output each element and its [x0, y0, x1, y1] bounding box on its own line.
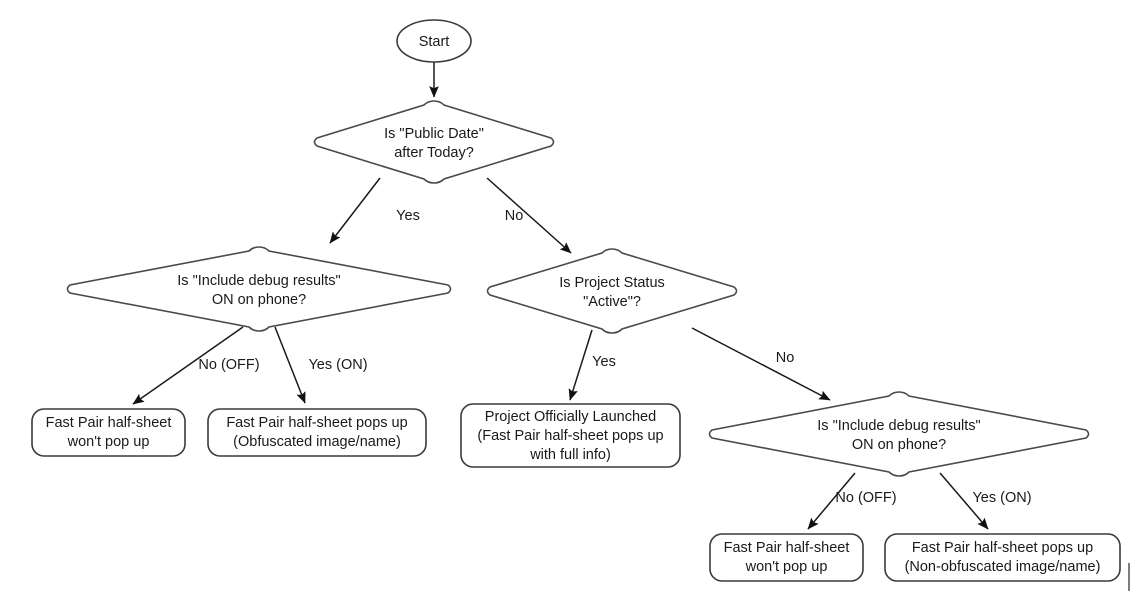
node-start[interactable]: Start	[396, 19, 472, 63]
edge-label-debug-right-off: No (OFF)	[835, 490, 896, 506]
edge-debug-right-off: No (OFF)	[807, 472, 897, 530]
node-decision-debug-right[interactable]: Is "Include debug results" ON on phone?	[708, 391, 1090, 477]
node-result-obfuscated-line1: Fast Pair half-sheet pops up	[226, 415, 407, 431]
edge-label-project-status-no: No	[776, 350, 795, 366]
decision-debug-right-shape	[708, 391, 1090, 477]
edge-label-debug-left-on: Yes (ON)	[308, 357, 367, 373]
node-result-launched-line1: Project Officially Launched	[485, 409, 656, 425]
edge-label-debug-left-off: No (OFF)	[198, 357, 259, 373]
node-decision-public-date-line1: Is "Public Date"	[384, 126, 484, 142]
node-decision-project-status-line2: "Active"?	[583, 294, 641, 310]
node-decision-public-date[interactable]: Is "Public Date" after Today?	[313, 100, 555, 184]
start-ellipse-shape	[396, 19, 472, 63]
edge-label-public-date-no: No	[505, 208, 524, 224]
node-start-label: Start	[419, 34, 450, 50]
node-decision-debug-right-line2: ON on phone?	[852, 437, 946, 453]
result-no-popup-left-shape	[31, 408, 186, 457]
node-result-no-popup-right-line2: won't pop up	[745, 559, 828, 575]
edge-public-date-yes: Yes	[329, 177, 420, 244]
result-non-obfuscated-shape	[884, 533, 1121, 582]
node-result-no-popup-left-line2: won't pop up	[67, 434, 150, 450]
decision-debug-left-shape	[66, 246, 452, 332]
node-result-non-obfuscated-line2: (Non-obfuscated image/name)	[905, 559, 1101, 575]
node-result-non-obfuscated-line1: Fast Pair half-sheet pops up	[912, 540, 1093, 556]
result-obfuscated-shape	[207, 408, 427, 457]
node-result-no-popup-right[interactable]: Fast Pair half-sheet won't pop up	[709, 533, 864, 582]
node-result-no-popup-left[interactable]: Fast Pair half-sheet won't pop up	[31, 408, 186, 457]
node-decision-debug-right-line1: Is "Include debug results"	[817, 418, 980, 434]
node-result-no-popup-left-line1: Fast Pair half-sheet	[46, 415, 172, 431]
result-launched-shape	[460, 403, 681, 468]
edge-debug-right-on: Yes (ON)	[939, 472, 1032, 530]
node-result-no-popup-right-line1: Fast Pair half-sheet	[724, 540, 850, 556]
node-decision-debug-left-line2: ON on phone?	[212, 292, 306, 308]
node-decision-debug-left-line1: Is "Include debug results"	[177, 273, 340, 289]
edge-debug-left-on: Yes (ON)	[274, 326, 368, 404]
decision-public-date-shape	[313, 100, 555, 184]
result-no-popup-right-shape	[709, 533, 864, 582]
node-decision-debug-left[interactable]: Is "Include debug results" ON on phone?	[66, 246, 452, 332]
edge-label-debug-right-on: Yes (ON)	[972, 490, 1031, 506]
edge-debug-left-off: No (OFF)	[132, 326, 260, 405]
edge-public-date-no: No	[486, 177, 572, 254]
node-result-obfuscated[interactable]: Fast Pair half-sheet pops up (Obfuscated…	[207, 408, 427, 457]
node-result-non-obfuscated[interactable]: Fast Pair half-sheet pops up (Non-obfusc…	[884, 533, 1121, 582]
node-decision-public-date-line2: after Today?	[394, 145, 474, 161]
edge-label-public-date-yes: Yes	[396, 208, 420, 224]
node-decision-project-status-line1: Is Project Status	[559, 275, 665, 291]
node-decision-project-status[interactable]: Is Project Status "Active"?	[486, 248, 738, 334]
node-result-launched-line2: (Fast Pair half-sheet pops up	[477, 428, 663, 444]
node-result-launched-line3: with full info)	[529, 447, 611, 463]
decision-project-status-shape	[486, 248, 738, 334]
node-result-obfuscated-line2: (Obfuscated image/name)	[233, 434, 401, 450]
edge-project-status-yes: Yes	[568, 329, 616, 401]
edge-label-project-status-yes: Yes	[592, 354, 616, 370]
node-result-launched[interactable]: Project Officially Launched (Fast Pair h…	[460, 403, 681, 468]
edge-project-status-no: No	[691, 327, 831, 401]
